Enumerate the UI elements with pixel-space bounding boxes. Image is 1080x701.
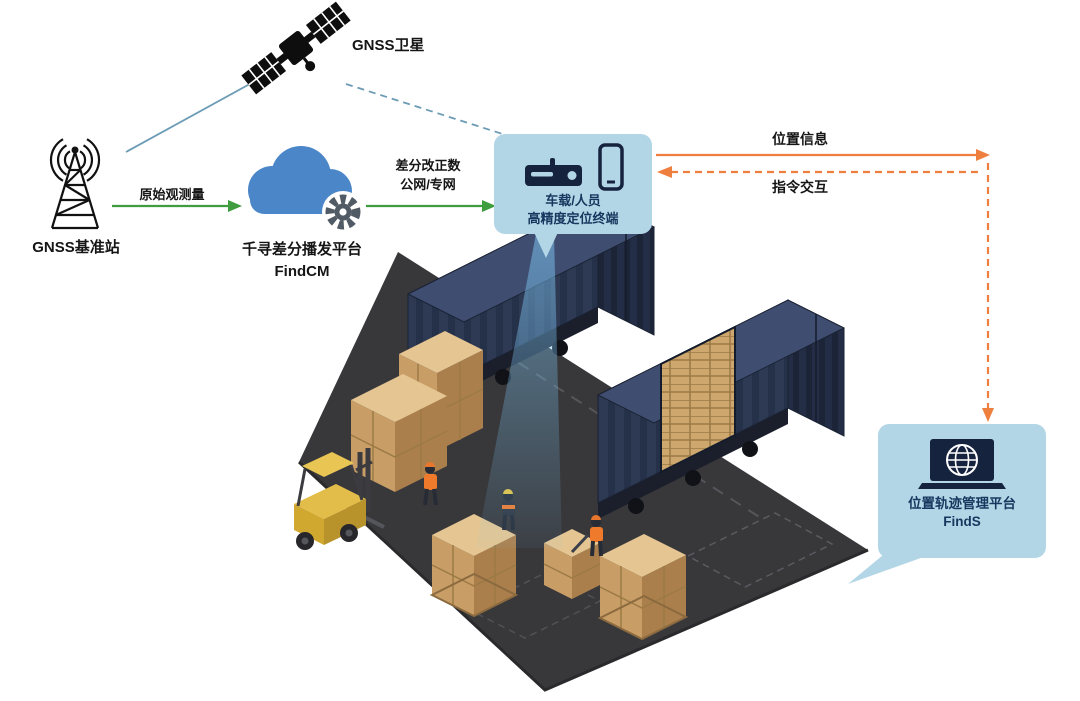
satellite-label: GNSS卫星 [352, 37, 425, 54]
worker [570, 515, 603, 557]
terminal-label-line1: 车载/人员 [545, 193, 601, 208]
management-platform-product: FindS [943, 514, 981, 530]
container-open-cargo [660, 325, 736, 474]
satellite-icon [241, 1, 351, 95]
terminal-label-line2: 高精度定位终端 [527, 210, 619, 226]
terminal-bubble-tail [532, 228, 560, 258]
position-info-label: 位置信息 [772, 131, 828, 147]
cloud-platform-label: 千寻差分播发平台 FindCM [212, 239, 392, 282]
raw-observation-label: 原始观测量 [139, 187, 205, 202]
management-platform-bubble: 位置轨迹管理平台 FindS [878, 424, 1046, 558]
terminal-icons [523, 141, 624, 191]
base-station-icon [49, 138, 101, 230]
raw-observation-arrow [112, 200, 242, 212]
management-platform-name: 位置轨迹管理平台 [908, 496, 1016, 511]
to-platform-dashed-arrow [982, 163, 994, 422]
worker [423, 462, 438, 506]
positioning-beam [476, 234, 562, 548]
corrections-arrow [366, 200, 496, 212]
cloud-platform-product: FindCM [274, 263, 330, 280]
container-2 [596, 299, 846, 504]
vehicle-terminal-icon [524, 158, 582, 186]
position-info-arrow [656, 149, 990, 161]
base-station-label: GNSS基准站 [32, 239, 120, 256]
terminal-bubble: 车载/人员 高精度定位终端 [494, 134, 652, 234]
smartphone-icon [597, 143, 624, 191]
corrections-label-line2: 公网/专网 [400, 177, 456, 193]
crate-stack [597, 534, 689, 641]
laptop-globe-icon [918, 439, 1006, 489]
satellite-to-base-line [125, 73, 269, 153]
corrections-label-line1: 差分改正数 [395, 158, 461, 173]
satellite-to-terminal-dashed-line [345, 83, 513, 138]
forklift [294, 448, 385, 550]
container-chassis [598, 408, 788, 519]
command-interaction-arrow [657, 166, 978, 178]
command-interaction-label: 指令交互 [772, 179, 828, 195]
gear-icon [325, 194, 361, 230]
corrections-label: 差分改正数 公网/专网 [374, 157, 482, 194]
cloud-icon [248, 146, 364, 233]
cloud-platform-name: 千寻差分播发平台 [241, 241, 362, 258]
